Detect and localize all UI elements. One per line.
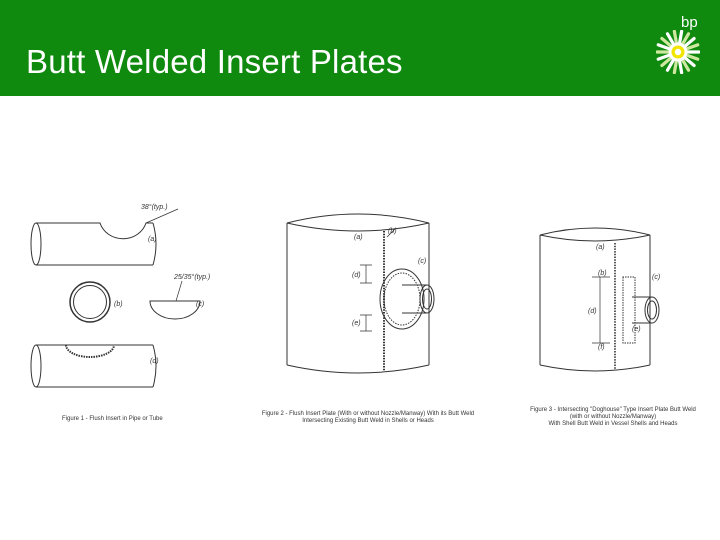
figure-2-caption-line-1: Figure 2 - Flush Insert Plate (With or w…	[261, 411, 475, 417]
figure-2-caption-line-2: Intersecting Existing Butt Weld in Shell…	[302, 418, 434, 424]
helios-petal	[665, 32, 676, 46]
bp-helios-icon	[656, 30, 700, 74]
fig1-label-a: (a)	[148, 236, 157, 243]
helios-petal	[683, 36, 696, 48]
figure-1-caption: Figure 1 - Flush Insert in Pipe or Tube	[62, 416, 163, 422]
fig1-label-c: (c)	[196, 301, 204, 308]
fig1-label-angle-b: 25/35°(typ.)	[173, 273, 210, 281]
title-bar: Butt Welded Insert Plates bp	[0, 0, 720, 96]
helios-petal	[665, 58, 676, 72]
helios-petal	[680, 58, 691, 72]
fig3-label-b: (b)	[598, 270, 607, 277]
figure-3-caption-line-1: Figure 3 - Intersecting "Doghouse" Type …	[530, 407, 696, 413]
figure-3-caption: Figure 3 - Intersecting "Doghouse" Type …	[520, 407, 706, 428]
fig3-label-e: (e)	[632, 326, 641, 333]
helios-petal	[680, 32, 691, 46]
helios-petal	[683, 56, 696, 68]
figure-2-caption: Figure 2 - Flush Insert Plate (With or w…	[258, 411, 478, 425]
fig1-label-angle-a: 38°(typ.)	[141, 203, 168, 211]
fig3-label-f: (f)	[598, 344, 605, 351]
helios-petal	[656, 53, 672, 61]
helios-petal	[660, 36, 673, 48]
fig1-label-d: (d)	[150, 358, 159, 365]
figure-3-caption-line-3: With Shell Butt Weld in Vessel Shells an…	[548, 421, 678, 427]
helios-petal	[672, 59, 679, 74]
figure-3-caption-line-2: (with or without Nozzle/Manway)	[569, 414, 657, 420]
helios-petal	[660, 56, 673, 68]
fig3-label-c: (c)	[652, 274, 660, 281]
fig2-label-c: (c)	[418, 258, 426, 265]
helios-petal	[656, 43, 672, 51]
helios-petal	[672, 30, 679, 45]
fig2-label-e: (e)	[352, 320, 361, 327]
figure-3-drawing: (a) (b) (c) (d) (e) (f)	[539, 227, 660, 372]
figure-1: 38°(typ.) (a) 25/35°(typ.) (b) (c) (d) F…	[28, 195, 218, 435]
fig1-label-b: (b)	[114, 301, 123, 308]
fig2-label-b: (b)	[388, 228, 397, 235]
figure-3: (a) (b) (c) (d) (e) (f) Figure 3 - Inter…	[520, 215, 710, 450]
slide-title: Butt Welded Insert Plates	[26, 43, 403, 80]
fig3-label-a: (a)	[596, 244, 605, 251]
helios-petal	[684, 43, 700, 51]
fig2-label-a: (a)	[354, 234, 363, 241]
helios-petal	[684, 53, 700, 61]
fig3-label-d: (d)	[588, 308, 597, 315]
fig2-label-d: (d)	[352, 272, 361, 279]
helios-petal	[677, 59, 684, 74]
bp-logo-text: bp	[681, 14, 698, 31]
figure-1-drawing: 38°(typ.) (a) 25/35°(typ.) (b) (c) (d)	[30, 203, 210, 388]
helios-petal	[677, 30, 684, 45]
figure-2: (a) (d) (e) (b) (c) Figure 2 - Flush Ins…	[252, 205, 482, 445]
figure-2-drawing: (a) (d) (e) (b) (c)	[286, 213, 435, 374]
